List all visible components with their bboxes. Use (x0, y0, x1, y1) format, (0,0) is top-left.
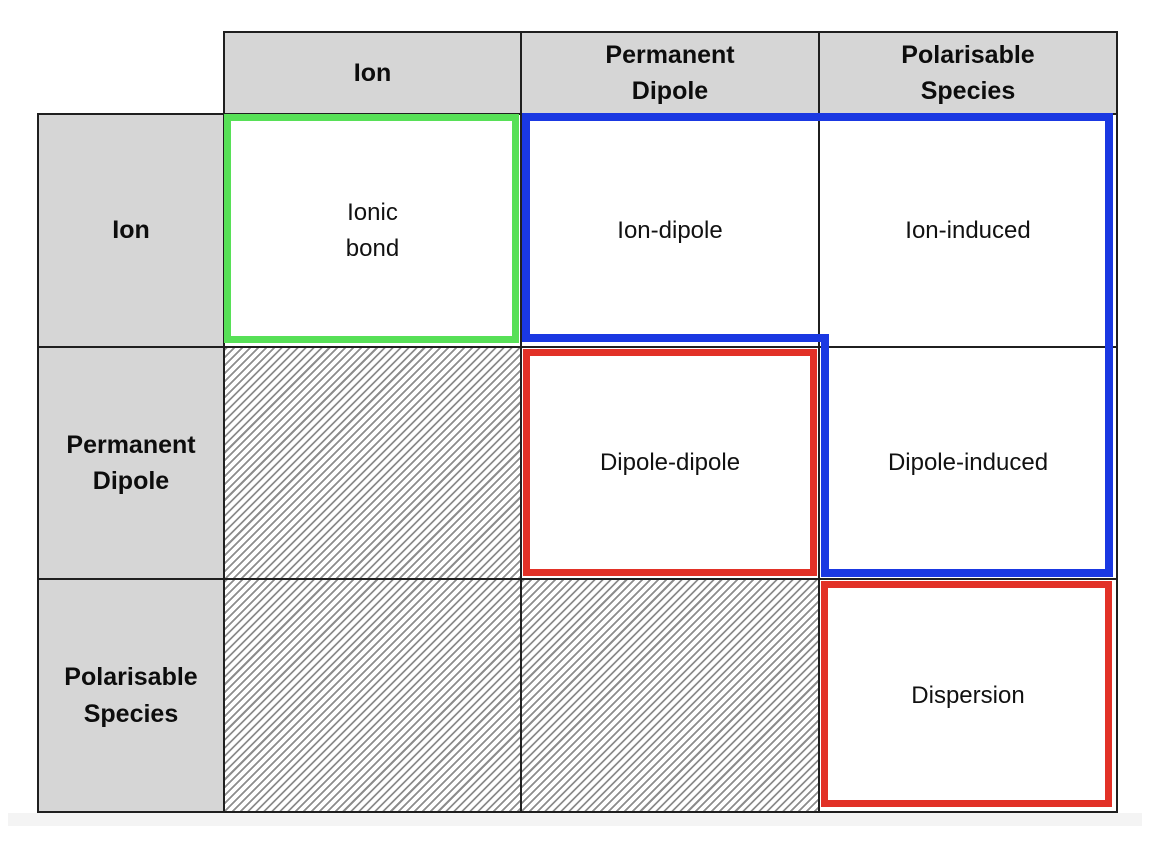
cell-dispersion: Dispersion (818, 578, 1118, 813)
cell-dipole-dipole-label: Dipole-dipole (599, 449, 741, 476)
cell-ionic-bond-label: Ionic bond (345, 198, 400, 262)
column-header-ion: Ion (223, 31, 522, 115)
row-header-permanent-dipole: Permanent Dipole (37, 346, 225, 580)
column-header-polarisable-species-label: Polarisable Species (901, 40, 1035, 105)
cell-hatched-permanent-dipole-ion (223, 346, 522, 580)
cell-dipole-induced-label: Dipole-induced (887, 449, 1049, 476)
column-header-ion-label: Ion (353, 58, 392, 87)
cell-dispersion-label: Dispersion (911, 681, 1025, 709)
row-header-ion: Ion (37, 113, 225, 348)
column-header-permanent-dipole-label: Permanent Dipole (605, 40, 735, 105)
cell-ion-induced: Ion-induced (818, 113, 1118, 348)
cell-dipole-induced: Dipole-induced (818, 346, 1118, 580)
cell-hatched-polarisable-ion (223, 578, 522, 813)
column-header-polarisable-species: Polarisable Species (818, 31, 1118, 115)
cell-hatched-polarisable-permanent-dipole (520, 578, 820, 813)
cell-ionic-bond: Ionic bond (223, 113, 522, 348)
cell-ion-dipole-label: Ion-dipole (617, 216, 723, 244)
cell-dipole-dipole: Dipole-dipole (520, 346, 820, 580)
cell-ion-dipole: Ion-dipole (520, 113, 820, 348)
column-header-permanent-dipole: Permanent Dipole (520, 31, 820, 115)
row-header-ion-label: Ion (112, 216, 150, 245)
cell-ion-induced-label: Ion-induced (905, 216, 1031, 244)
row-header-polarisable-species: Polarisable Species (37, 578, 225, 813)
row-header-polarisable-species-label: Polarisable Species (64, 663, 198, 728)
row-header-permanent-dipole-label: Permanent Dipole (66, 430, 196, 495)
bottom-cutoff-shadow (8, 813, 1142, 826)
